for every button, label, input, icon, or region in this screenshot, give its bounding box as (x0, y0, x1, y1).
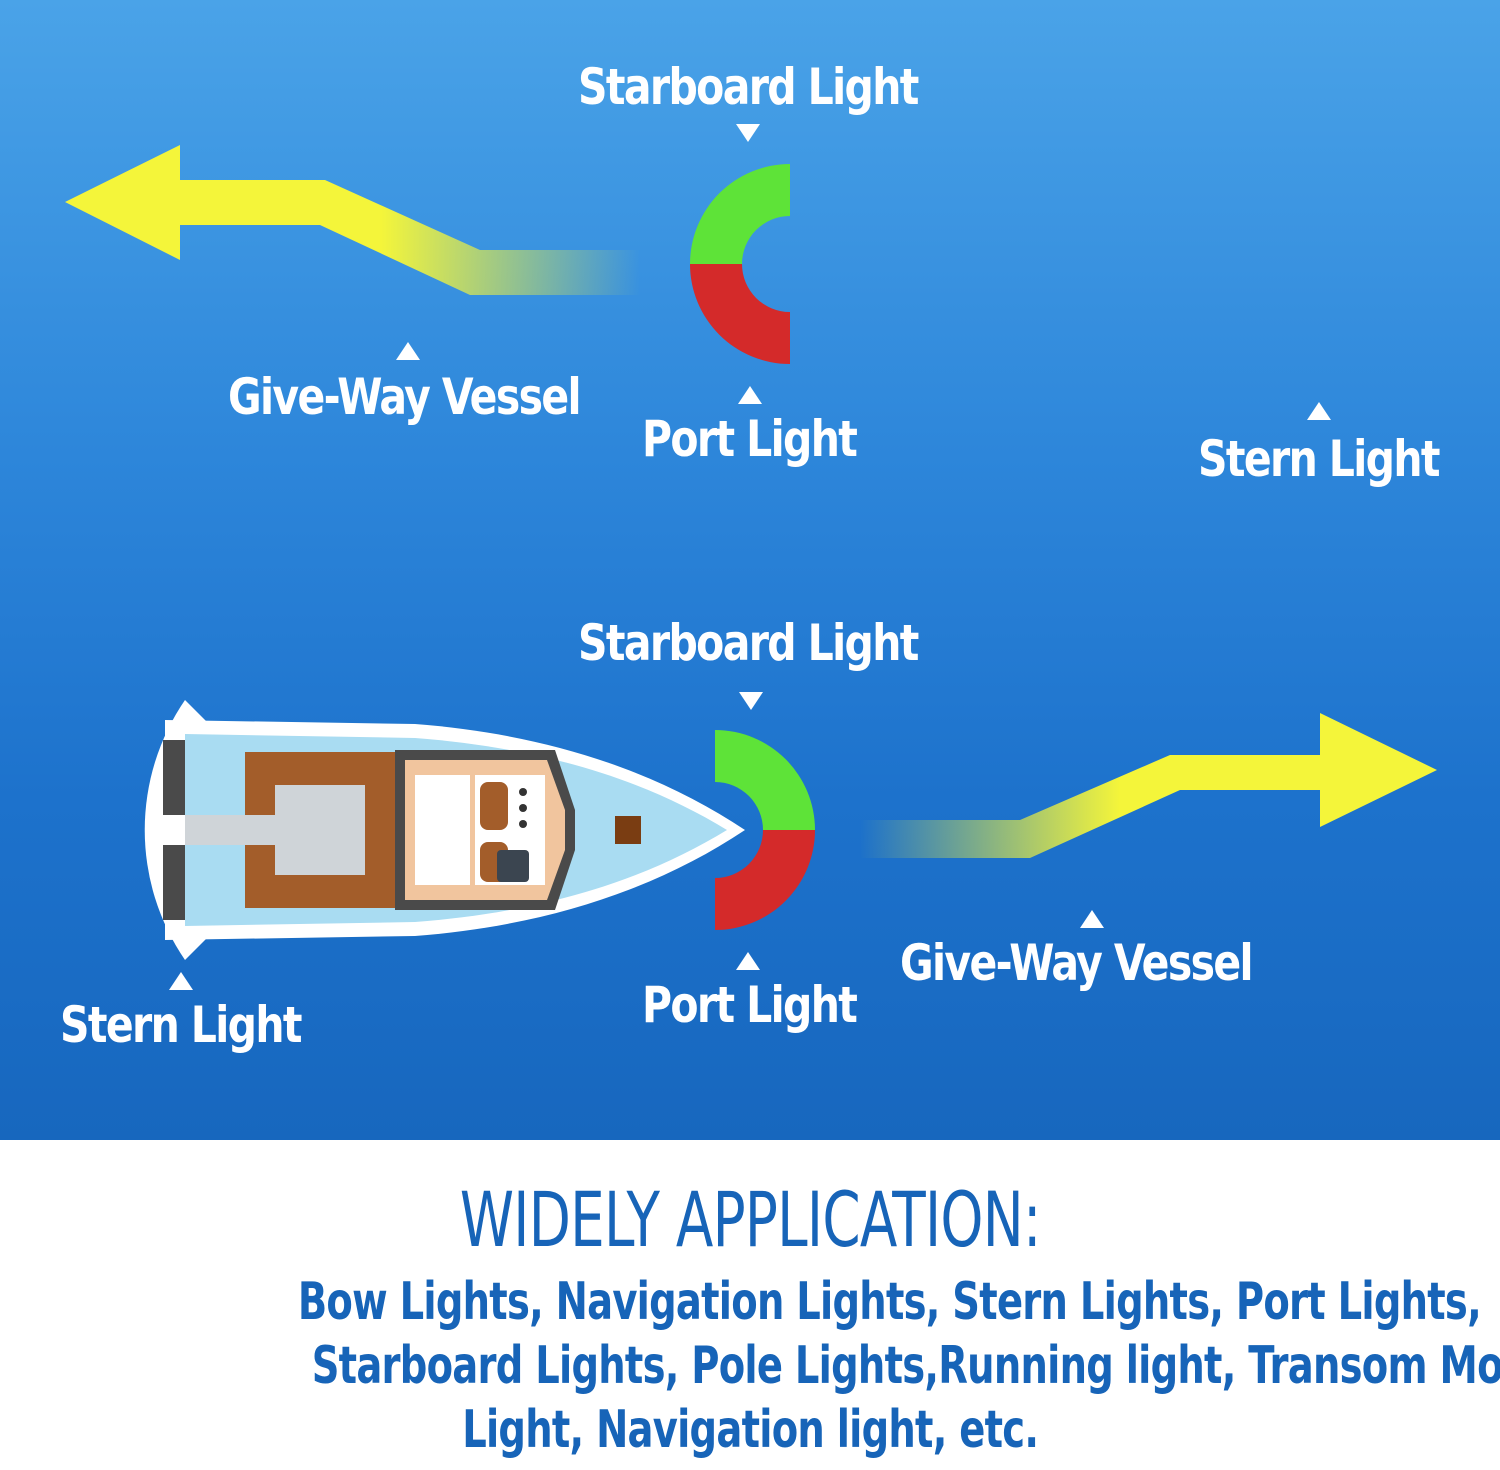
bottom-giveway-arrow (860, 713, 1437, 858)
bottom-port-pointer-icon (736, 952, 760, 970)
top-port-pointer-icon (738, 386, 762, 404)
application-line: Starboard Lights, Pole Lights,Running li… (90, 1334, 1500, 1398)
top-starboard-port-lights (690, 164, 790, 364)
top-port-light-label: Port Light (642, 410, 858, 468)
bottom-giveway-vessel-label: Give-Way Vessel (900, 934, 1254, 992)
application-line-text: Bow Lights, Navigation Lights, Stern Lig… (297, 1272, 1482, 1332)
bottom-giveway-pointer-icon (1080, 910, 1104, 928)
application-line-text: Starboard Lights, Pole Lights,Running li… (311, 1336, 1500, 1396)
top-giveway-vessel-label: Give-Way Vessel (228, 368, 582, 426)
application-title-text: WIDELY APPLICATION: (459, 1175, 1041, 1264)
top-starboard-light-label: Starboard Light (578, 58, 919, 116)
top-giveway-pointer-icon (396, 342, 420, 360)
bottom-port-light-label: Port Light (642, 976, 858, 1034)
application-line: Light, Navigation light, etc. (90, 1398, 1410, 1462)
navigation-diagram (65, 145, 1437, 960)
bottom-boat (144, 700, 745, 960)
bottom-starboard-light-label: Starboard Light (578, 614, 919, 672)
application-line-text: Light, Navigation light, etc. (461, 1400, 1039, 1460)
top-stern-pointer-icon (1307, 402, 1331, 420)
application-footer (0, 1140, 1500, 1470)
top-giveway-arrow (65, 145, 640, 295)
bottom-starboard-pointer-icon (739, 692, 763, 710)
application-list: Bow Lights, Navigation Lights, Stern Lig… (90, 1270, 1500, 1462)
application-line: Bow Lights, Navigation Lights, Stern Lig… (90, 1270, 1482, 1334)
sea-background: Starboard Light Give-Way Vessel Port Lig… (0, 0, 1500, 1140)
top-starboard-pointer-icon (736, 124, 760, 142)
application-title: WIDELY APPLICATION: (0, 1175, 1500, 1264)
top-stern-light-label: Stern Light (1198, 430, 1441, 488)
bottom-stern-pointer-icon (169, 972, 193, 990)
bottom-stern-light-label: Stern Light (60, 996, 303, 1054)
